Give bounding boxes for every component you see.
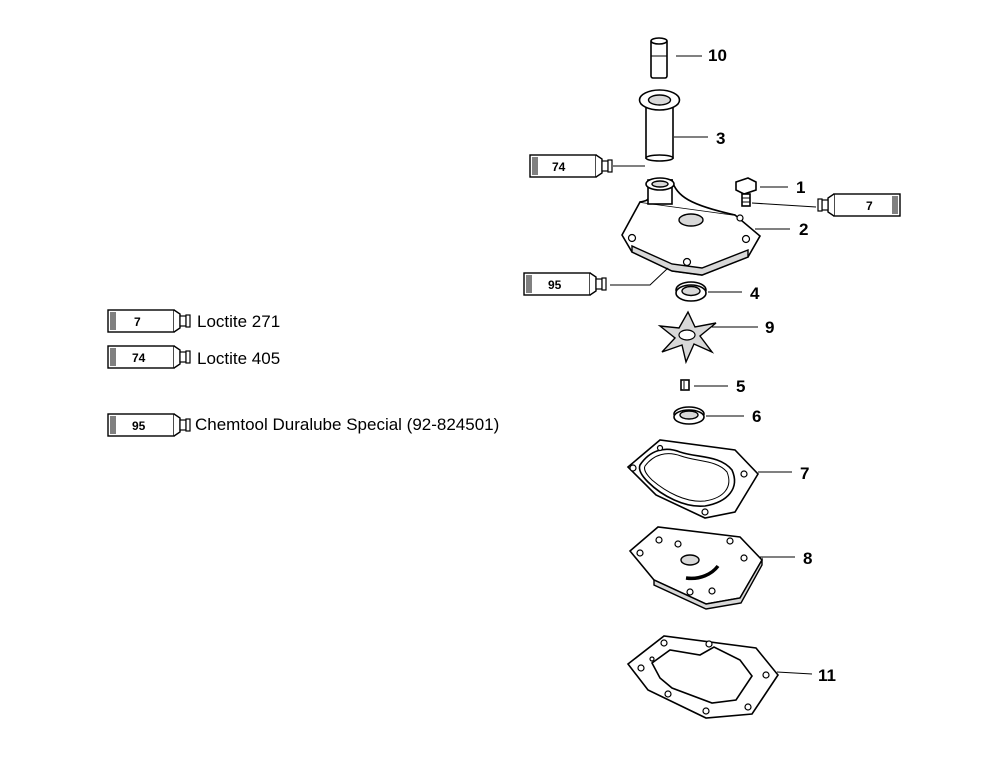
svg-text:74: 74 [552,160,566,174]
legend-label: Loctite 271 [197,312,280,331]
legend-tube-7: 7 [107,309,191,333]
svg-text:7: 7 [866,199,873,213]
callout-3: 3 [716,129,725,148]
part-8-plate [628,526,763,610]
callout-9: 9 [765,318,774,337]
legend-label: Chemtool Duralube Special (92-824501) [195,415,499,434]
part-6-seal [673,406,705,425]
part-10-pin [650,37,668,79]
part-1-screw [735,177,757,207]
callout-4: 4 [750,284,760,303]
part-2-pump-housing [621,177,762,276]
callout-6: 6 [752,407,761,426]
part-3-water-tube [638,89,681,162]
callout-2: 2 [799,220,808,239]
part-9-impeller [657,310,717,365]
svg-text:7: 7 [134,315,141,329]
part-4-seal [675,281,707,302]
legend: 7 Loctite 271 74 Loctite 405 95 Chemtool… [107,309,499,437]
sealant-tube-7: 7 [817,193,901,217]
callout-10: 10 [708,46,727,65]
leader-11 [776,671,813,675]
callout-11: 11 [818,666,836,685]
legend-tube-95: 95 [107,413,191,437]
svg-text:95: 95 [548,278,562,292]
leader-tube-95 [610,267,669,286]
legend-label: Loctite 405 [197,349,280,368]
sealant-tube-95: 95 [523,272,607,296]
callout-7: 7 [800,464,809,483]
part-7-gasket [626,439,760,519]
callout-5: 5 [736,377,745,396]
legend-tube-74: 74 [107,345,191,369]
callout-1: 1 [796,178,805,197]
legend-item-loctite-405: 74 Loctite 405 [107,345,280,369]
svg-text:74: 74 [132,351,146,365]
legend-item-loctite-271: 7 Loctite 271 [107,309,280,333]
legend-item-chemtool: 95 Chemtool Duralube Special (92-824501) [107,413,499,437]
part-5-key [680,379,690,391]
part-11-gasket [626,635,779,719]
svg-text:95: 95 [132,419,146,433]
callout-8: 8 [803,549,812,568]
leader-tube-7 [751,202,817,208]
sealant-tube-74: 74 [529,154,613,178]
